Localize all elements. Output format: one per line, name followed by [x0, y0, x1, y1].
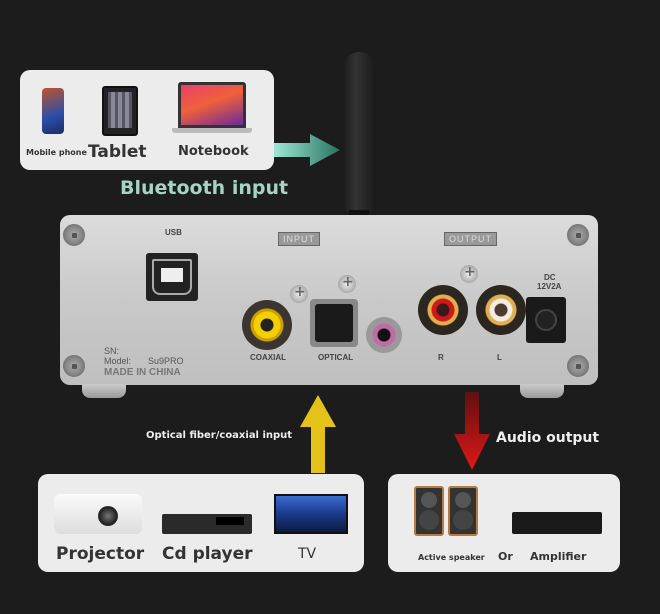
left-channel-port — [476, 285, 526, 335]
output-caption: Audio output — [496, 430, 600, 446]
screw-icon — [338, 274, 356, 293]
speaker-image — [448, 486, 478, 536]
notebook-label: Notebook — [178, 144, 249, 159]
antenna — [342, 52, 376, 212]
speaker-image — [414, 486, 444, 536]
tablet-label: Tablet — [88, 142, 147, 162]
projector-image — [54, 494, 142, 534]
notebook-image — [172, 82, 252, 134]
projector-label: Projector — [56, 544, 145, 564]
amplifier-image — [512, 512, 602, 534]
usb-port — [146, 253, 198, 301]
amplifier-label: Amplifier — [530, 550, 587, 563]
active-speaker-label: Active speaker — [418, 553, 485, 562]
tv-image — [274, 494, 348, 534]
input-tag: INPUT — [278, 232, 320, 246]
cd-player-image — [162, 514, 252, 534]
tablet-image — [102, 86, 138, 136]
input-caption: Optical fiber/coaxial input — [146, 430, 293, 441]
or-separator: Or — [498, 550, 513, 563]
device-foot — [82, 384, 126, 398]
bluetooth-sources-card: Mobile phone Tablet Notebook — [20, 70, 274, 170]
usb-label: USB — [165, 228, 182, 237]
screw-icon — [63, 355, 85, 377]
left-channel-label: L — [497, 353, 502, 362]
output-tag: OUTPUT — [444, 232, 497, 246]
model-value: Su9PRO — [148, 356, 184, 366]
coaxial-label: COAXIAL — [250, 353, 286, 362]
right-channel-label: R — [438, 353, 444, 362]
tv-label: TV — [298, 546, 317, 562]
screw-icon — [567, 355, 589, 377]
screw-icon — [63, 224, 85, 246]
screw-icon — [567, 224, 589, 246]
dac-rear-panel: USB INPUT OUTPUT COAXIAL OPTICAL R L DC … — [60, 215, 598, 385]
screw-icon — [460, 264, 478, 283]
screw-icon — [290, 284, 308, 303]
origin-label: MADE IN CHINA — [104, 367, 181, 378]
aux-port — [366, 317, 402, 353]
dc-rating-label: 12V2A — [537, 282, 562, 291]
dc-power-port — [526, 297, 566, 343]
mobile-phone-label: Mobile phone — [26, 148, 87, 157]
coaxial-port — [242, 300, 292, 350]
input-sources-card: Projector Cd player TV — [38, 474, 364, 572]
mobile-phone-image — [42, 88, 64, 134]
sn-label: SN: — [104, 346, 120, 356]
bluetooth-arrow-icon — [274, 134, 340, 170]
model-label: Model: — [104, 356, 132, 366]
optical-port — [310, 299, 358, 347]
output-targets-card: Active speaker Or Amplifier — [388, 474, 620, 572]
dc-label: DC — [544, 273, 556, 282]
cd-player-label: Cd player — [162, 544, 253, 564]
bluetooth-input-caption: Bluetooth input — [120, 177, 289, 199]
optical-label: OPTICAL — [318, 353, 354, 362]
device-foot — [520, 384, 564, 398]
output-arrow-icon — [454, 392, 490, 474]
right-channel-port — [418, 285, 468, 335]
input-arrow-icon — [300, 395, 336, 477]
